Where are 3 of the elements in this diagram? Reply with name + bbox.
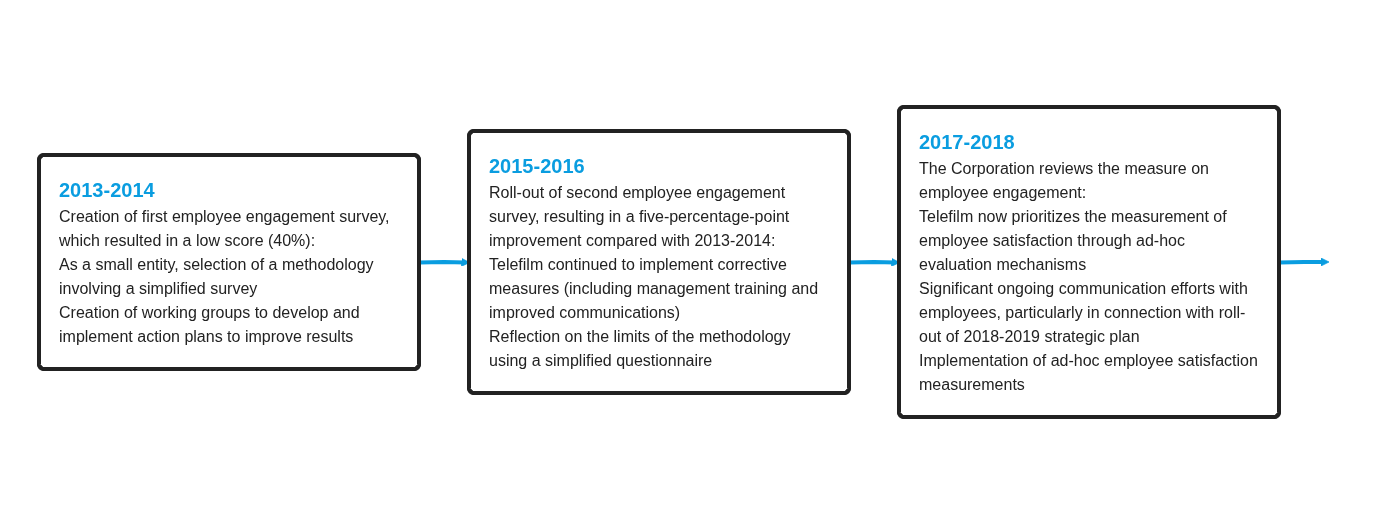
node-text: 2017-2018 The Corporation reviews the measure on employee engagement: Telefilm now prioritizes the measurement of employee satisfaction through ad-hoc evaluation mechanisms Significant ongoing communication efforts with employees, particularly in connection with roll-out of 2018-2019 strategic plan Implementation of ad-hoc employee satisfaction measurements <box>919 130 1259 393</box>
node-text: 2013-2014 Creation of first employee engagement survey, which resulted in a low score (40%): As a small entity, selection of a methodology involving a simplified survey Creation of working groups to develop and implement action plans to improve results <box>59 178 390 345</box>
node-text: 2015-2016 Roll-out of second employee engagement survey, resulting in a five-percentage-point improvement compared with 2013-2014: Telefilm continued to implement corrective measures (including management training and improved communications) Reflection on the limits of the methodology using a simplified questionnaire <box>489 154 819 369</box>
